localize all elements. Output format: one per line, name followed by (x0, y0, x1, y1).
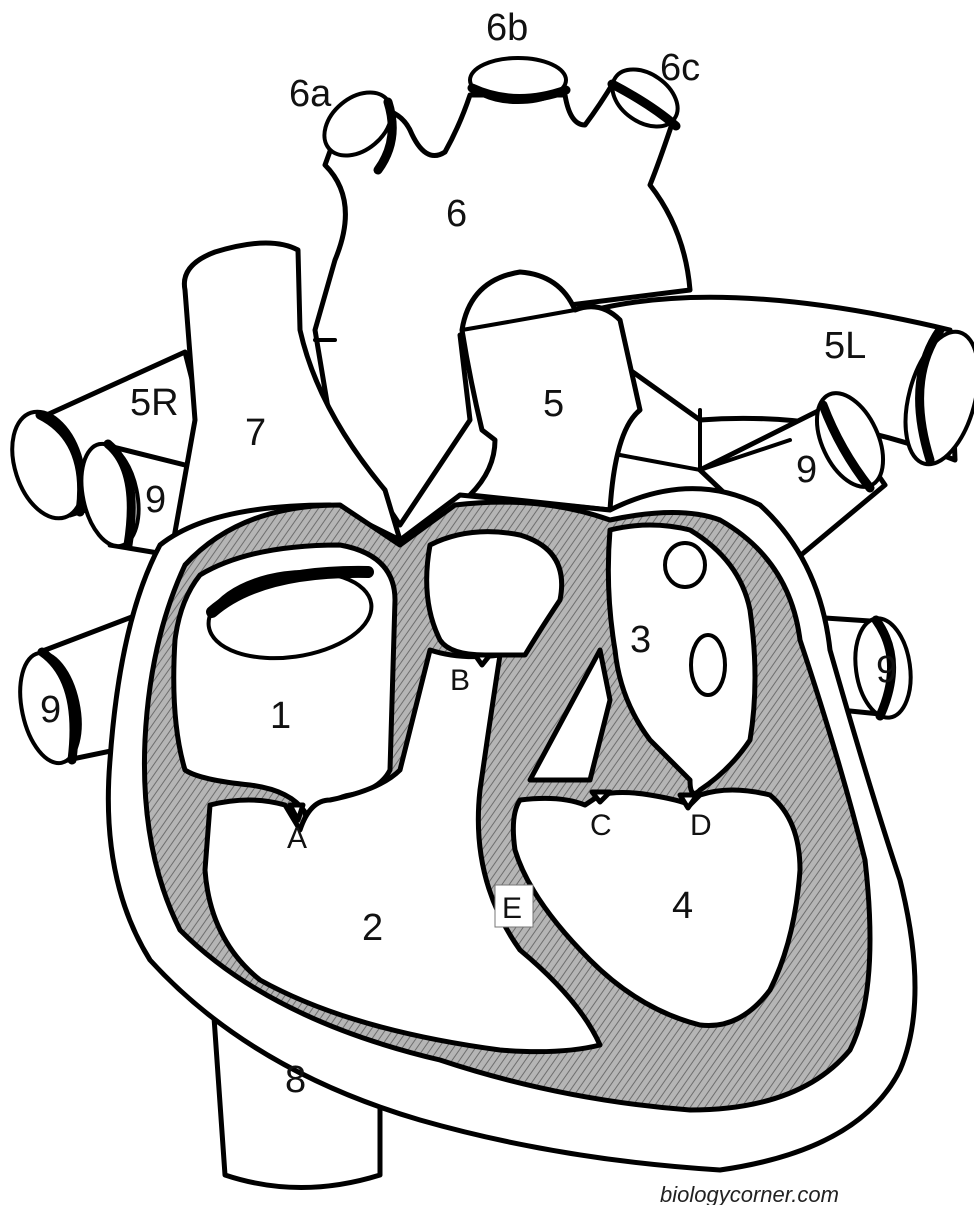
label-left-atrium: 3 (630, 619, 651, 661)
label-pulmonary-trunk: 5 (543, 383, 564, 425)
label-right-pulmonary-artery: 5R (130, 382, 179, 424)
label-valve-d: D (690, 809, 712, 842)
label-superior-vena-cava: 7 (245, 412, 266, 454)
label-septum: E (502, 892, 522, 925)
pulmonary-vein-opening-upper (665, 543, 705, 587)
label-left-pulmonary-artery: 5L (824, 325, 866, 367)
label-aorta: 6 (446, 193, 467, 235)
label-pulmonary-vein-left-upper: 9 (796, 449, 817, 491)
label-inferior-vena-cava: 8 (285, 1059, 306, 1101)
credit-watermark: biologycorner.com (660, 1182, 839, 1205)
label-aorta-branch-c: 6c (660, 47, 700, 89)
label-valve-c: C (590, 809, 612, 842)
label-aorta-branch-b: 6b (486, 7, 528, 49)
label-aorta-branch-a: 6a (289, 73, 332, 115)
pulmonary-vein-opening-lower (691, 635, 725, 695)
label-valve-b: B (450, 664, 470, 697)
label-right-atrium: 1 (270, 695, 291, 737)
label-valve-a: A (287, 822, 307, 855)
label-pulmonary-vein-right-lower: 9 (40, 689, 61, 731)
label-pulmonary-vein-left-lower: 9 (876, 649, 897, 691)
label-left-ventricle: 4 (672, 885, 693, 927)
label-pulmonary-vein-right-upper: 9 (145, 479, 166, 521)
label-right-ventricle: 2 (362, 907, 383, 949)
